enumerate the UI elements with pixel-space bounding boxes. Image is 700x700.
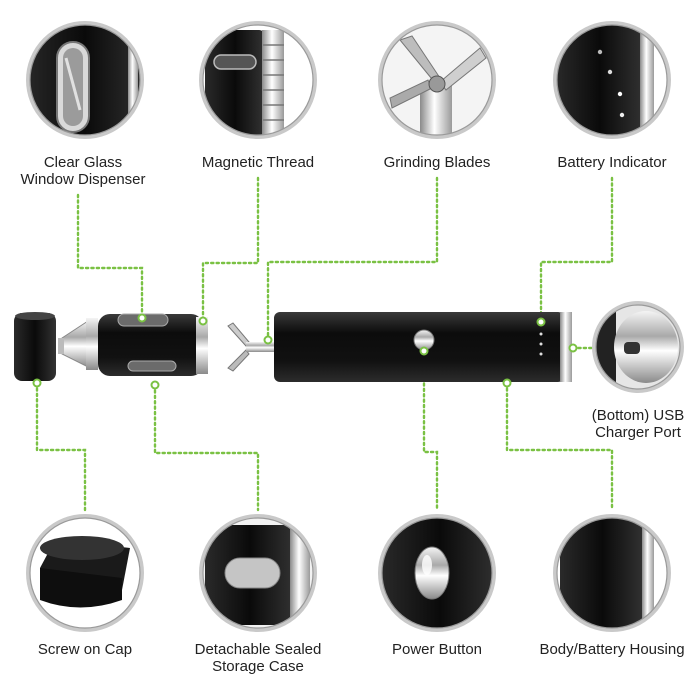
detail-battery-indicator xyxy=(553,21,671,139)
indicator-led xyxy=(617,91,623,97)
leader-storage-case xyxy=(153,383,260,512)
label-clear-glass-window-dispenser: Clear Glass Window Dispenser xyxy=(20,154,146,188)
leader-battery-indicator xyxy=(539,176,614,323)
label-detachable-sealed-storage-case: Detachable Sealed Storage Case xyxy=(194,641,322,675)
detail-grinding-blades xyxy=(378,21,496,139)
body-housing-part xyxy=(274,312,572,382)
detail-clear-glass-window xyxy=(26,21,144,139)
screw-cap-part xyxy=(14,312,56,381)
detail-magnetic-thread xyxy=(199,21,317,139)
leader-grinding-blades xyxy=(266,176,439,341)
detail-power-button xyxy=(378,514,496,632)
label-screw-on-cap: Screw on Cap xyxy=(37,641,133,658)
detail-storage-case xyxy=(199,514,317,632)
label-magnetic-thread: Magnetic Thread xyxy=(201,154,315,171)
indicator-led xyxy=(607,69,613,75)
indicator-led xyxy=(619,112,625,118)
leader-magnetic-thread xyxy=(201,176,260,322)
indicator-led xyxy=(597,49,603,55)
grinding-blades-part xyxy=(227,322,276,372)
detail-usb-port xyxy=(592,301,684,393)
label-grinding-blades: Grinding Blades xyxy=(383,154,491,171)
detail-body-housing xyxy=(553,514,671,632)
leader-lines xyxy=(35,176,614,512)
leader-endpoints xyxy=(32,313,578,390)
dispenser-cone xyxy=(61,320,89,368)
label-body-battery-housing: Body/Battery Housing xyxy=(539,641,685,658)
detail-screw-cap xyxy=(26,514,144,632)
leader-screw-cap xyxy=(35,381,87,512)
product-exploded-view xyxy=(14,301,684,393)
label-battery-indicator: Battery Indicator xyxy=(557,154,667,171)
storage-case-part xyxy=(86,313,208,376)
leader-power-button xyxy=(422,349,439,512)
leader-body-housing xyxy=(505,381,614,512)
leader-clear-glass xyxy=(76,193,144,319)
label-usb-charger-port: (Bottom) USB Charger Port xyxy=(591,407,685,441)
label-power-button: Power Button xyxy=(391,641,483,658)
